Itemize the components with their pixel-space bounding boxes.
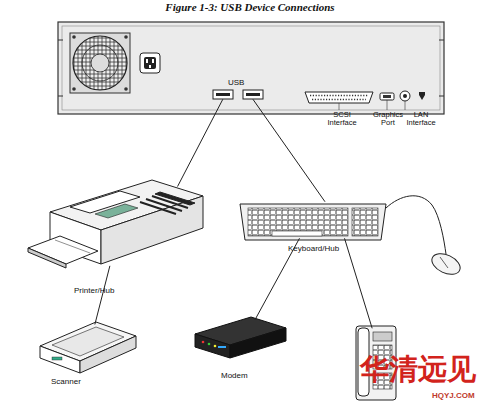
device-node: Printer/Hub [28, 178, 206, 300]
figure-title: Figure 1-3: USB Device Connections [0, 1, 500, 13]
keyboard-drawing [240, 196, 446, 254]
modem-drawing [195, 317, 286, 358]
device-label: Printer/Hub [74, 287, 114, 295]
usb-cable [345, 238, 373, 328]
usb-cable [95, 266, 110, 325]
port-label: LAN Interface [403, 111, 439, 127]
computer-back-panel [58, 22, 444, 114]
usb-cable [253, 99, 325, 201]
device-label: Scanner [51, 378, 81, 386]
device-label: Keyboard/Hub [288, 245, 339, 253]
mouse-drawing [429, 250, 464, 279]
printer-drawing [28, 180, 203, 268]
scanner-drawing [40, 322, 136, 373]
device-label: Modem [221, 372, 248, 380]
device-node: Modem [190, 314, 290, 386]
device-label: USB [228, 79, 244, 87]
port-label: SCSI Interface [322, 111, 362, 127]
port-label: Graphics Port [371, 111, 405, 127]
device-node: Scanner [35, 318, 140, 390]
usb-cable [178, 99, 223, 186]
watermark: 华清远见 [360, 354, 500, 384]
device-node: USB [58, 22, 444, 114]
device-node: Keyboard/Hub [238, 200, 388, 258]
watermark: HQYJ.COM [432, 392, 492, 400]
